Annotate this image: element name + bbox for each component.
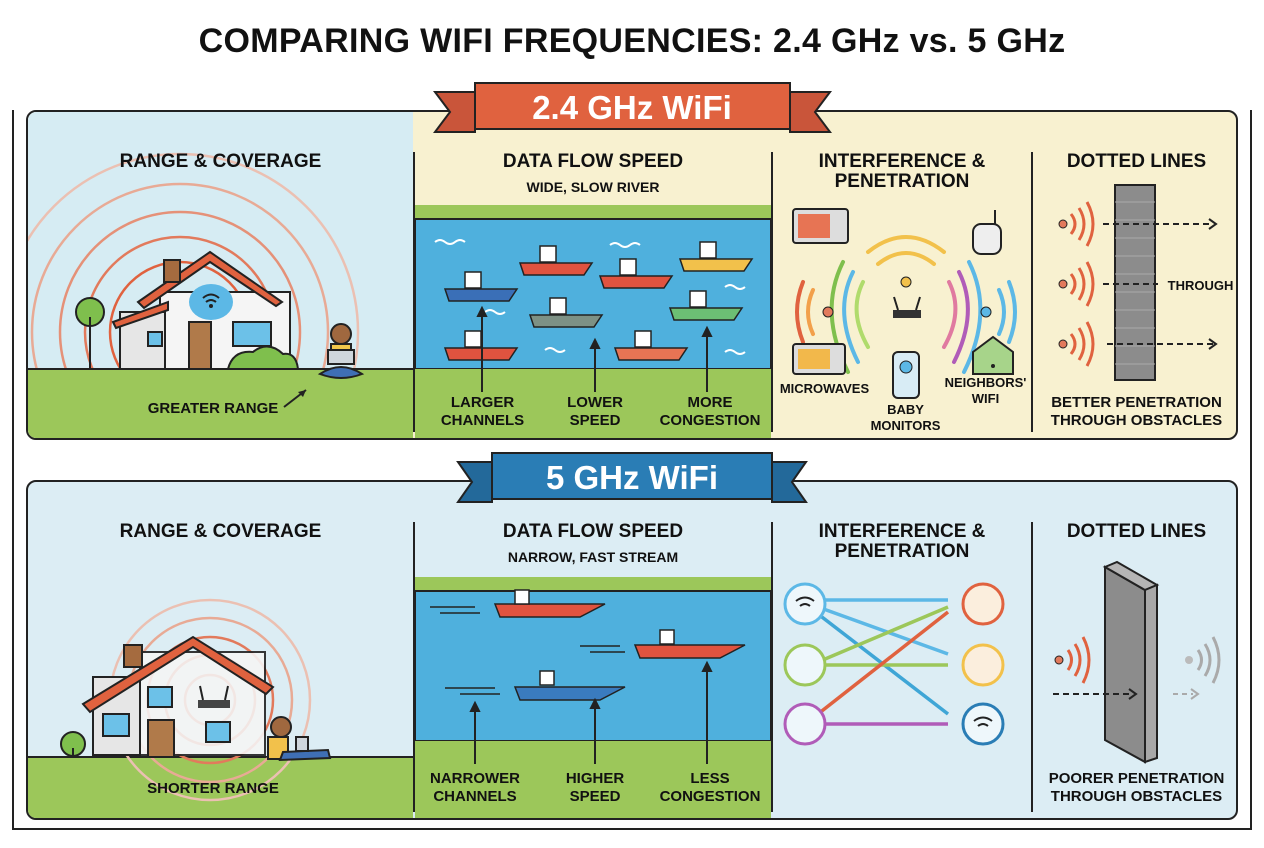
data-flow-subtitle: WIDE, SLOW RIVER: [526, 179, 660, 195]
more-congestion-label: MORE CONGESTION: [659, 394, 761, 429]
poorer-penetration-label: POORER PENETRATION THROUGH OBSTACLES: [1048, 770, 1225, 805]
column-divider: [771, 522, 773, 812]
page-title: COMPARING WIFI FREQUENCIES: 2.4 GHz vs. …: [198, 22, 1066, 60]
interference-waves-illustration: [792, 208, 1017, 399]
microwaves-label: MICROWAVES: [779, 381, 870, 396]
outer-frame-bottom: [12, 828, 1252, 830]
section-2-4ghz: RANGE & COVERAGE: [26, 110, 1238, 440]
range-coverage-panel-5ghz: RANGE & COVERAGE: [28, 482, 413, 818]
neighbors-wifi-icon: [972, 335, 1014, 375]
penetration-title: DOTTED LINES: [1066, 521, 1207, 542]
better-penetration-label: BETTER PENETRATION THROUGH OBSTACLES: [1050, 394, 1223, 429]
router-icon: [198, 685, 230, 708]
router-icon: [893, 296, 921, 318]
greater-range-label: GREATER RANGE: [147, 400, 279, 417]
house-icon: [28, 598, 413, 818]
through-label: THROUGH: [1167, 278, 1234, 293]
interference-panel-5ghz: INTERFERENCE & PENETRATION: [773, 482, 1031, 818]
data-flow-subtitle: NARROW, FAST STREAM: [507, 549, 679, 565]
data-flow-panel: DATA FLOW SPEED WIDE, SLOW RIVER: [414, 112, 772, 438]
column-divider: [1031, 522, 1033, 812]
microwave-icon: [792, 343, 846, 375]
column-divider: [1031, 152, 1033, 432]
fast-stream-illustration: [414, 577, 772, 818]
microwave-icon: [783, 702, 827, 746]
person-with-tablet-icon: [267, 716, 332, 762]
larger-channels-label: LARGER CHANNELS: [440, 394, 525, 429]
brick-wall-illustration: [1058, 184, 1218, 381]
baby-monitors-label: BABY MONITORS: [870, 402, 941, 433]
banner-5ghz-label: 5 GHz WiFi: [545, 459, 719, 496]
interference-panel: INTERFERENCE & PENETRATION: [773, 112, 1031, 438]
phone-icon: [961, 643, 1005, 687]
ribbon-icon: [456, 452, 808, 503]
section-5ghz: RANGE & COVERAGE: [26, 480, 1238, 820]
shorter-range-label: SHORTER RANGE: [147, 780, 279, 797]
interference-title: INTERFERENCE & PENETRATION: [818, 521, 986, 562]
penetration-panel-5ghz: DOTTED LINES POORER PENETRATION THROUGH …: [1033, 482, 1236, 818]
banner-5ghz: 5 GHz WiFi: [0, 450, 1264, 510]
less-congestion-label: LESS CONGESTION: [659, 770, 761, 805]
data-flow-panel-5ghz: DATA FLOW SPEED NARROW, FAST STREAM: [414, 482, 772, 818]
data-flow-title: DATA FLOW SPEED: [502, 521, 684, 542]
data-flow-title: DATA FLOW SPEED: [502, 151, 684, 172]
range-coverage-panel: RANGE & COVERAGE: [28, 112, 413, 438]
neighbors-wifi-label: NEIGHBORS' WIFI: [944, 375, 1027, 406]
solid-wall-illustration: [1053, 560, 1221, 764]
ribbon-icon: [433, 82, 832, 133]
narrower-channels-label: NARROWER CHANNELS: [430, 770, 520, 805]
penetration-title: DOTTED LINES: [1066, 151, 1207, 172]
range-title: RANGE & COVERAGE: [119, 521, 322, 542]
banner-2-4ghz-label: 2.4 GHz WiFi: [532, 89, 732, 126]
baby-monitor-icon: [892, 351, 920, 399]
higher-speed-label: HIGHER SPEED: [565, 770, 625, 805]
column-divider: [771, 152, 773, 432]
lower-speed-label: LOWER SPEED: [567, 394, 623, 429]
wifi-range-rings-icon: [28, 152, 413, 438]
outer-frame: [12, 110, 1252, 830]
interference-arrows-diagram: [783, 582, 1005, 746]
wide-river-illustration: [414, 205, 772, 438]
banner-2-4ghz: 2.4 GHz WiFi: [0, 80, 1264, 140]
baby-monitor-icon: [972, 210, 1002, 255]
microwave-icon: [792, 208, 849, 244]
house-icon: [75, 250, 300, 370]
person-with-laptop-icon: [283, 323, 365, 408]
range-title: RANGE & COVERAGE: [119, 151, 322, 172]
penetration-panel: DOTTED LINES: [1033, 112, 1236, 438]
interference-title: INTERFERENCE & PENETRATION: [818, 151, 986, 192]
baby-monitor-icon: [783, 643, 827, 687]
antenna-icon: [961, 582, 1005, 626]
